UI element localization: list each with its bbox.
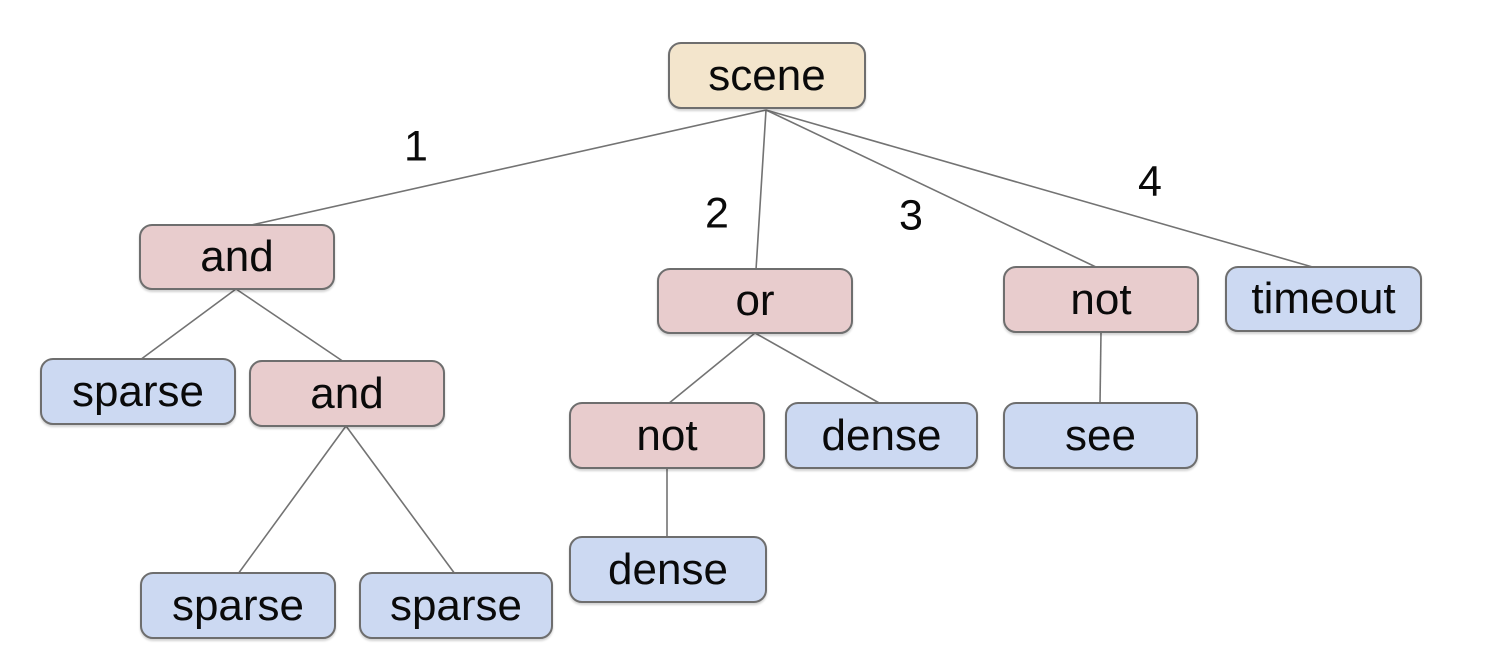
- tree-node-dense-2: dense: [569, 536, 767, 603]
- edge-label-4: 4: [1138, 157, 1162, 206]
- tree-node-or-1: or: [657, 268, 853, 334]
- tree-node-see-1: see: [1003, 402, 1198, 469]
- tree-node-sparse-1: sparse: [40, 358, 236, 425]
- tree-node-timeout-1: timeout: [1225, 266, 1422, 332]
- edge-or-dense: [754, 332, 882, 405]
- tree-node-dense-1: dense: [785, 402, 978, 469]
- edge-scene-timeout: [765, 109, 1317, 269]
- edge-label-2: 2: [705, 189, 729, 238]
- edge-and-and: [235, 288, 345, 363]
- tree-node-sparse-2: sparse: [140, 572, 336, 639]
- tree-node-and-1: and: [139, 224, 335, 290]
- tree-node-not-2: not: [569, 402, 765, 469]
- edge-scene-and: [246, 109, 767, 227]
- edge-and-sparse: [139, 288, 237, 361]
- edge-label-3: 3: [899, 191, 923, 240]
- edge-or-not2: [667, 332, 756, 405]
- edge-and2-sparse2: [237, 425, 347, 575]
- edge-not-see: [1099, 331, 1102, 405]
- tree-node-not-1: not: [1003, 266, 1199, 333]
- edge-label-1: 1: [404, 122, 428, 171]
- edge-scene-not: [765, 109, 1099, 269]
- tree-node-and-2: and: [249, 360, 445, 427]
- edge-and2-sparse3: [345, 425, 456, 575]
- tree-node-sparse-3: sparse: [359, 572, 553, 639]
- tree-node-scene: scene: [668, 42, 866, 109]
- edge-scene-or: [755, 109, 767, 271]
